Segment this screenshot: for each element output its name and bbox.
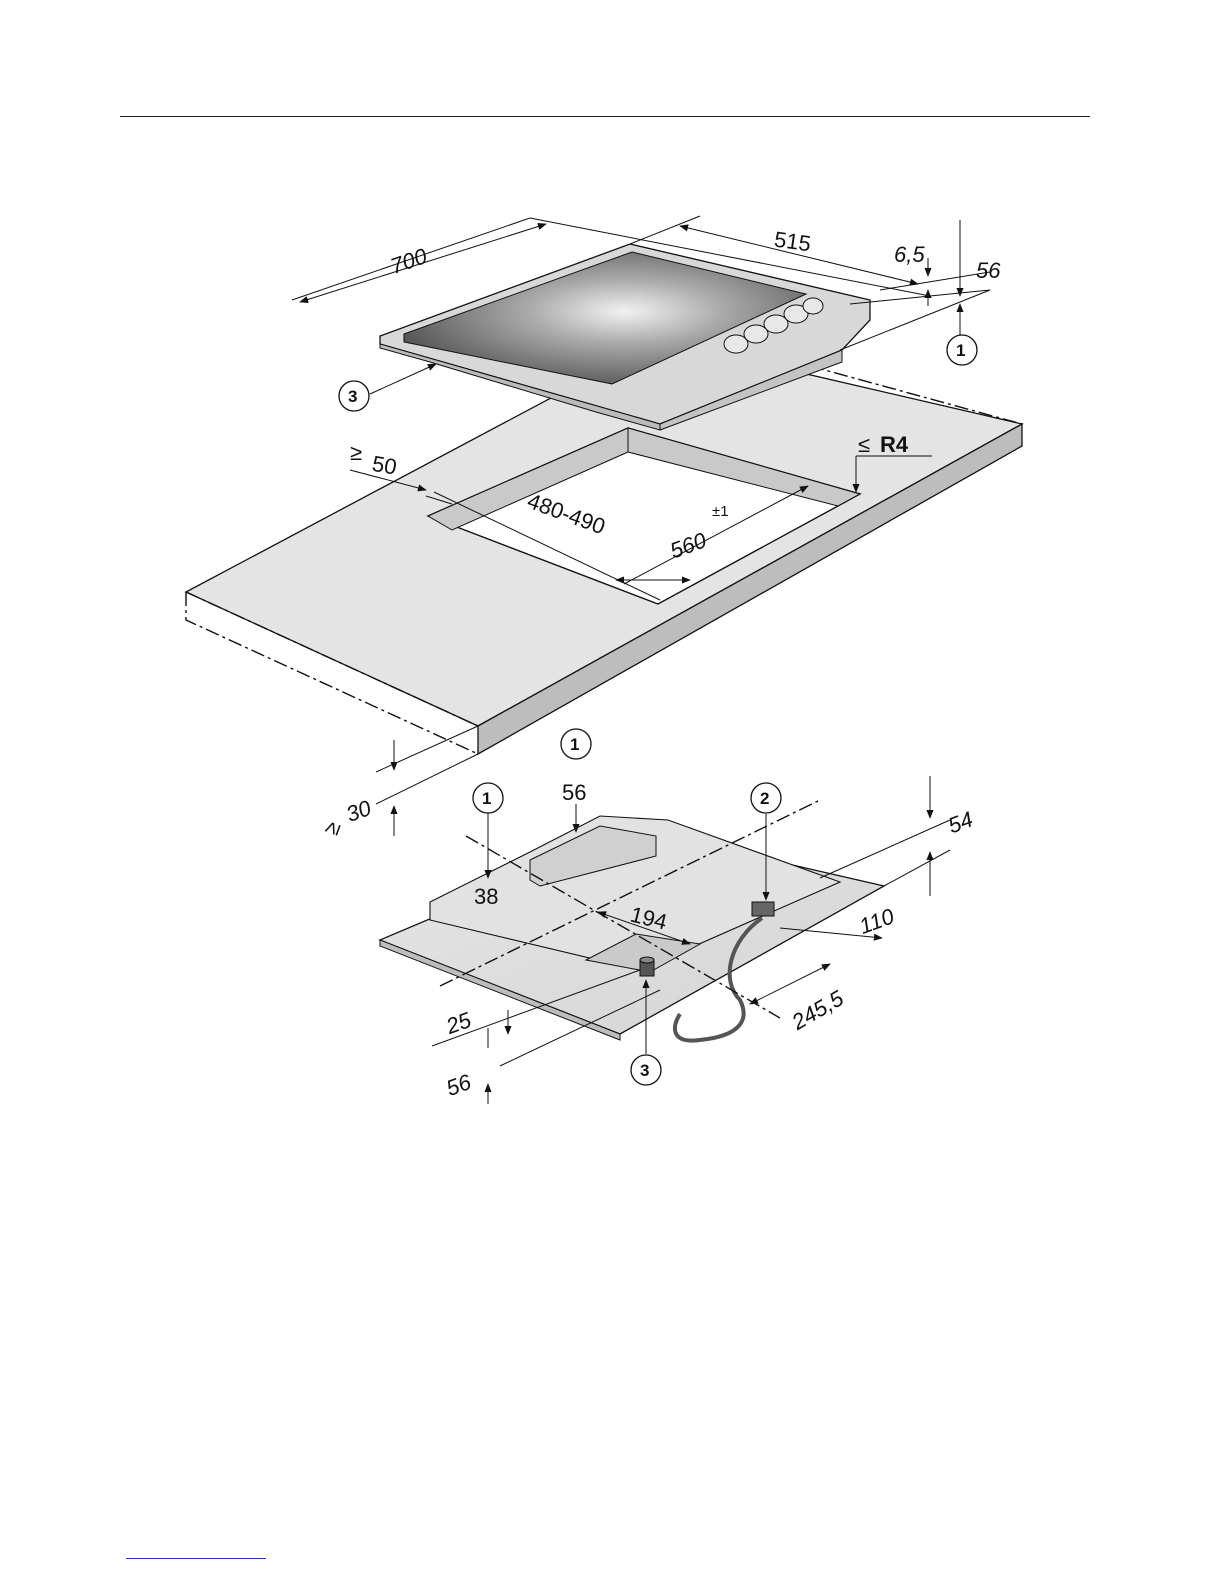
dim-worktop-thickness-symbol: ≥ (318, 818, 346, 838)
dim-worktop-thickness: 30 (343, 795, 375, 827)
dim-underside-245: 245,5 (787, 985, 849, 1035)
dim-underside-control-56: 56 (562, 780, 586, 805)
callout-1-underside-b-label: 1 (482, 789, 491, 808)
callout-1-top-label: 1 (956, 341, 965, 360)
dim-control-height: 56 (976, 258, 1001, 283)
callout-1-underside-a-label: 1 (570, 735, 579, 754)
callout-2-underside: 2 (751, 783, 781, 813)
callout-2-underside-label: 2 (760, 789, 769, 808)
dim-underside-25: 25 (442, 1007, 475, 1039)
dim-cutout-edge-symbol: ≥ (350, 440, 362, 465)
dim-underside-54: 54 (945, 806, 977, 838)
dim-cutout-width-tolerance: ±1 (712, 503, 729, 520)
dim-underside-38: 38 (474, 884, 498, 909)
callout-3-underside: 3 (631, 1055, 661, 1085)
callout-1-underside-a: 1 (561, 729, 591, 759)
dim-hob-depth: 515 (773, 227, 813, 257)
gas-connection-icon (640, 957, 654, 976)
dim-underside-56-front: 56 (443, 1069, 475, 1101)
callout-3-top-label: 3 (348, 387, 357, 406)
dim-cutout-edge: 50 (370, 451, 398, 480)
dim-glass-height: 6,5 (894, 242, 925, 267)
footer-link-rule (126, 1558, 266, 1559)
callout-3-underside-label: 3 (640, 1061, 649, 1080)
dim-corner-radius: R4 (880, 432, 909, 457)
dim-hob-width: 700 (387, 243, 431, 279)
callout-1-underside-b: 1 (473, 783, 503, 813)
callout-1-top: 1 (947, 335, 977, 365)
dim-underside-110: 110 (856, 903, 898, 939)
callout-3-top: 3 (339, 381, 369, 411)
dim-corner-radius-symbol: ≤ (858, 432, 870, 457)
